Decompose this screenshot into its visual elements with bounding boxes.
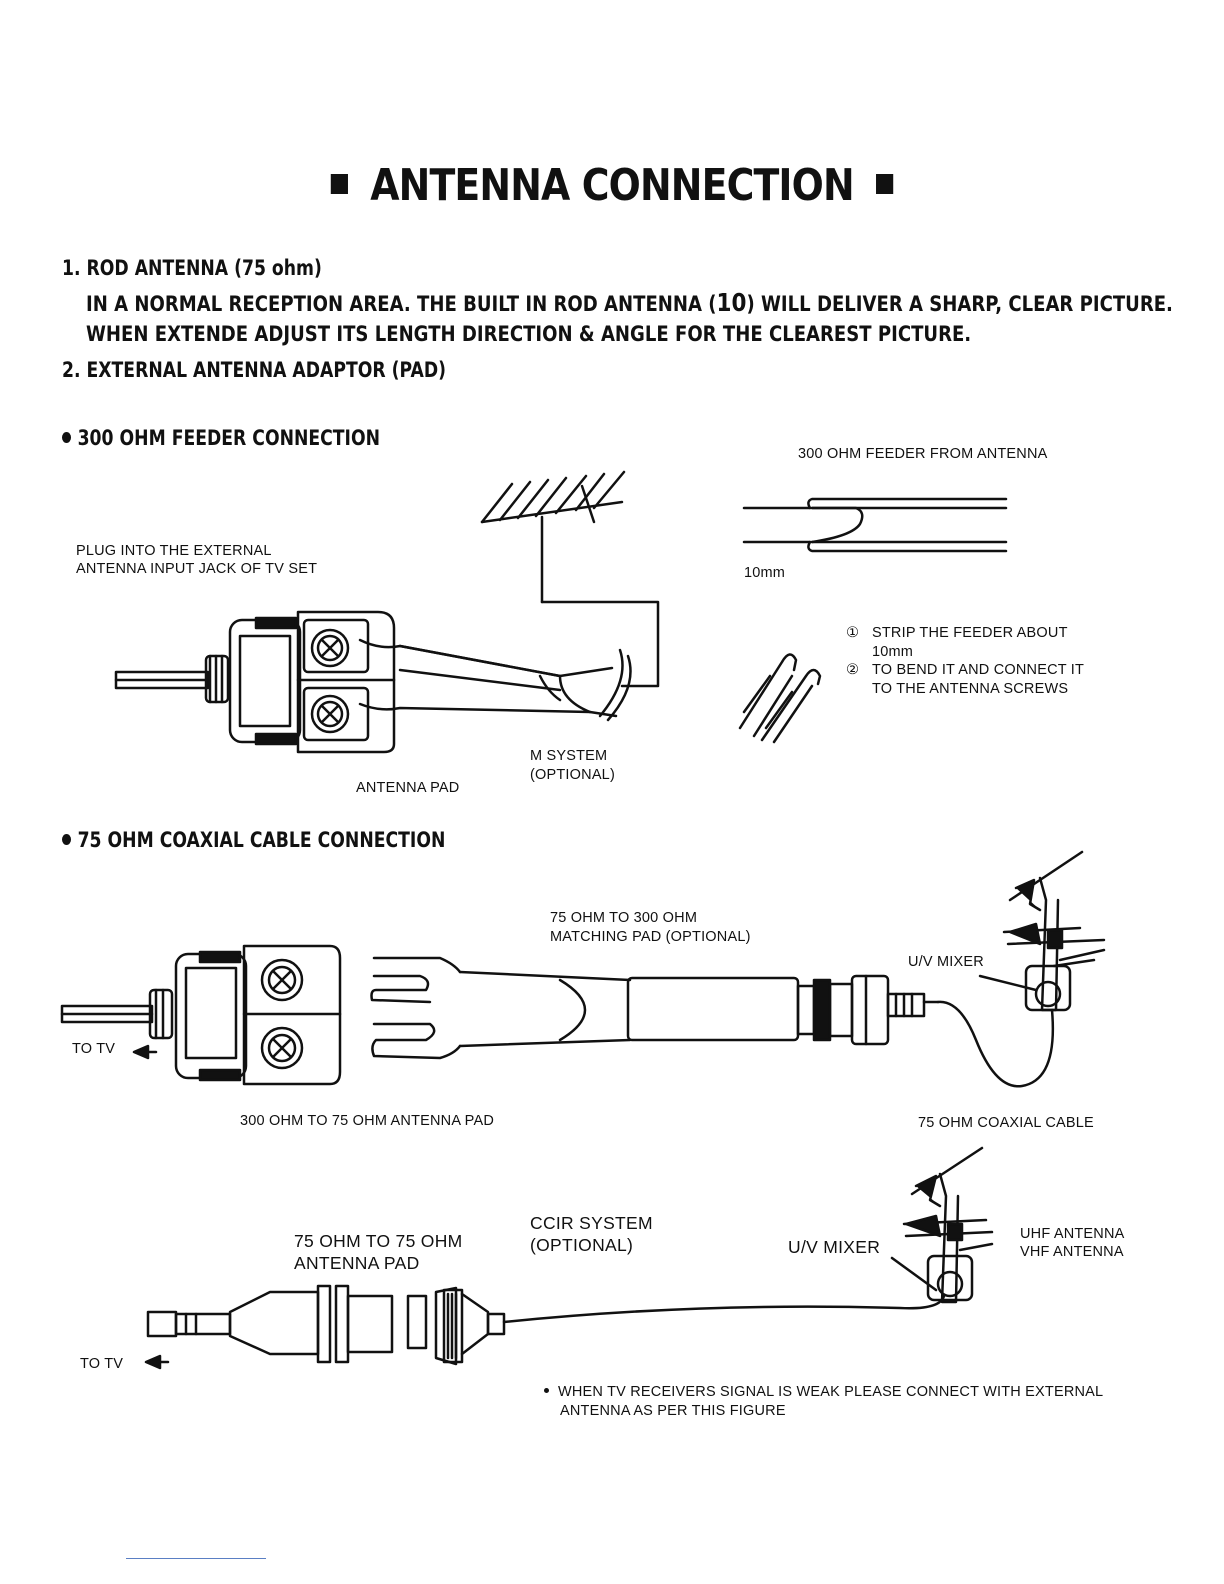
dim-10mm-label: 10mm [744, 565, 786, 581]
ccir-system-line1: CCIR SYSTEM [530, 1213, 653, 1233]
small-bullet-icon [544, 1388, 549, 1393]
square-bullet-icon [330, 174, 348, 194]
coax-heading: 75 OHM COAXIAL CABLE CONNECTION [62, 828, 445, 852]
note-line2: ANTENNA AS PER THIS FIGURE [560, 1403, 786, 1419]
step1-line1: STRIP THE FEEDER ABOUT [872, 625, 1068, 641]
matching-pad-line1: 75 OHM TO 300 OHM [550, 910, 698, 926]
section1-line1: IN A NORMAL RECEPTION AREA. THE BUILT IN… [86, 288, 1173, 317]
ccir-pad-drawing [144, 1284, 946, 1370]
to-tv-label: TO TV [72, 1041, 116, 1057]
step2-line2: TO THE ANTENNA SCREWS [872, 681, 1069, 697]
bent-leads-drawing [738, 653, 822, 744]
section2-heading: 2. EXTERNAL ANTENNA ADAPTOR (PAD) [62, 358, 447, 382]
plug-label-line2: ANTENNA INPUT JACK OF TV SET [76, 561, 318, 577]
section1-heading: 1. ROD ANTENNA (75 ohm) [62, 256, 322, 280]
antenna-pad-label: ANTENNA PAD [356, 780, 460, 796]
feeder-from-antenna-label: 300 OHM FEEDER FROM ANTENNA [798, 446, 1048, 462]
square-bullet-icon [876, 174, 894, 194]
ccir-uv-antenna-icon [890, 1146, 994, 1304]
feeder-strip-drawing [742, 497, 1008, 553]
yagi-antenna-icon [480, 470, 660, 688]
pad-300-75-label: 300 OHM TO 75 OHM ANTENNA PAD [240, 1113, 494, 1129]
coax-cable-label: 75 OHM COAXIAL CABLE [918, 1115, 1094, 1131]
coax-pad-drawing [60, 944, 342, 1086]
uhf-antenna-label: UHF ANTENNA [1020, 1226, 1125, 1242]
uv-mixer-label: U/V MIXER [908, 954, 984, 970]
step2-number: ② [846, 662, 860, 678]
ccir-to-tv-label: TO TV [80, 1356, 124, 1372]
bullet-icon [62, 834, 72, 845]
page-title: ANTENNA CONNECTION [86, 160, 1139, 211]
ccir-uv-mixer-label: U/V MIXER [788, 1237, 881, 1257]
ccir-pad-line2: ANTENNA PAD [294, 1253, 420, 1273]
m-system-line2: (OPTIONAL) [530, 767, 615, 783]
ccir-pad-line1: 75 OHM TO 75 OHM [294, 1231, 463, 1251]
step2-line1: TO BEND IT AND CONNECT IT [872, 662, 1085, 678]
footer-rule [126, 1558, 266, 1559]
note-line1: WHEN TV RECEIVERS SIGNAL IS WEAK PLEASE … [544, 1383, 1103, 1402]
feeder-heading: 300 OHM FEEDER CONNECTION [62, 426, 380, 450]
m-system-line1: M SYSTEM [530, 748, 608, 764]
uv-antenna-icon [978, 850, 1106, 1012]
plug-label-line1: PLUG INTO THE EXTERNAL [76, 543, 272, 559]
matching-pad-drawing [370, 956, 1055, 1088]
step1-number: ① [846, 625, 860, 641]
ccir-system-line2: (OPTIONAL) [530, 1235, 634, 1255]
matching-pad-line2: MATCHING PAD (OPTIONAL) [550, 929, 751, 945]
bullet-icon [62, 432, 72, 443]
antenna-pad-drawing [114, 610, 632, 754]
step1-line2: 10mm [872, 644, 914, 660]
section1-line2: WHEN EXTENDE ADJUST ITS LENGTH DIRECTION… [86, 322, 972, 346]
vhf-antenna-label: VHF ANTENNA [1020, 1244, 1124, 1260]
